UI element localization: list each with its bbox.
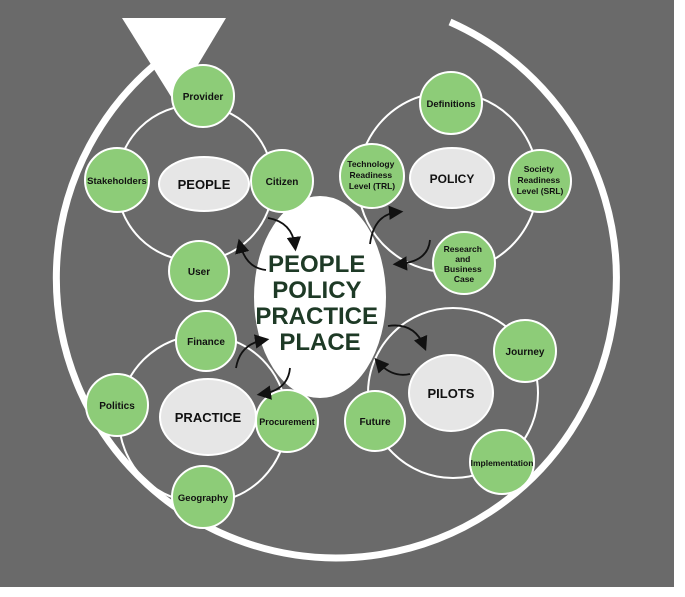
node-provider <box>171 64 235 128</box>
node-user-label: User <box>188 267 210 278</box>
svg-text:Society Readiness Leve: Society Readiness Level (SRL) <box>517 164 564 196</box>
svg-text:PEOPLE POLICY PRACTICE: PEOPLE POLICY PRACTICE PLACE <box>255 251 384 356</box>
node-finance <box>175 310 237 372</box>
node-future <box>344 390 406 452</box>
arrow-pilots-out <box>374 357 411 376</box>
node-research-line-1: Research <box>444 244 482 254</box>
node-politics-label: Politics <box>99 401 135 412</box>
node-definitions <box>419 71 483 135</box>
svg-text:Technology Readiness L: Technology Readiness Level (TRL) <box>347 159 396 191</box>
arrow-people-in <box>267 217 302 252</box>
node-journey-label: Journey <box>506 347 545 358</box>
node-geography-label: Geography <box>178 493 229 504</box>
node-definitions-label: Definitions <box>426 99 475 110</box>
node-trl-line-1: Technology <box>347 159 394 169</box>
outer-cycle-arrowhead <box>122 18 226 103</box>
hub-pilots-label: PILOTS <box>428 386 475 401</box>
hub-pilots <box>408 354 494 432</box>
center-line-people: PEOPLE <box>268 251 365 278</box>
node-future-label: Future <box>359 417 391 428</box>
node-srl-line-2: Readiness <box>518 175 561 185</box>
arrow-policy-out <box>392 239 431 271</box>
node-user <box>168 240 230 302</box>
arrow-practice-out <box>256 367 291 400</box>
arrow-policy-in <box>369 205 404 245</box>
node-research-line-3: Business <box>444 264 482 274</box>
node-procurement-label: Procurement <box>259 417 315 427</box>
hub-policy <box>409 147 495 209</box>
node-implementation-label: Implementation <box>471 458 534 468</box>
node-citizen <box>250 149 314 213</box>
node-journey <box>493 319 557 383</box>
node-citizen-label: Citizen <box>266 177 299 188</box>
node-trl <box>339 143 405 209</box>
hub-people <box>158 156 250 212</box>
node-srl-line-3: Level (SRL) <box>517 186 564 196</box>
node-finance-label: Finance <box>187 337 225 348</box>
center-line-practice: PRACTICE <box>255 303 378 330</box>
node-research <box>432 231 496 295</box>
node-implementation <box>469 429 535 495</box>
center-line-policy: POLICY <box>272 277 361 304</box>
node-procurement <box>255 389 319 453</box>
node-trl-line-2: Readiness <box>350 170 393 180</box>
svg-text:Research and Business: Research and Business Case <box>444 244 485 284</box>
arrow-pilots-in <box>387 324 428 351</box>
node-research-line-4: Case <box>454 274 475 284</box>
node-trl-line-3: Level (TRL) <box>349 181 395 191</box>
node-stakeholders-label: Stakeholders <box>87 176 147 187</box>
node-politics <box>85 373 149 437</box>
node-srl-line-1: Society <box>524 164 555 174</box>
node-geography <box>171 465 235 529</box>
node-srl <box>508 149 572 213</box>
outer-cycle-ring <box>52 18 620 562</box>
node-stakeholders <box>84 147 150 213</box>
arrow-people-out <box>235 238 267 271</box>
hub-practice-label: PRACTICE <box>175 410 242 425</box>
center-line-place: PLACE <box>279 329 360 356</box>
node-research-line-2: and <box>455 254 470 264</box>
arrow-practice-in <box>235 334 270 369</box>
hub-policy-label: POLICY <box>430 172 475 186</box>
hub-people-label: PEOPLE <box>178 177 231 192</box>
node-provider-label: Provider <box>183 92 224 103</box>
